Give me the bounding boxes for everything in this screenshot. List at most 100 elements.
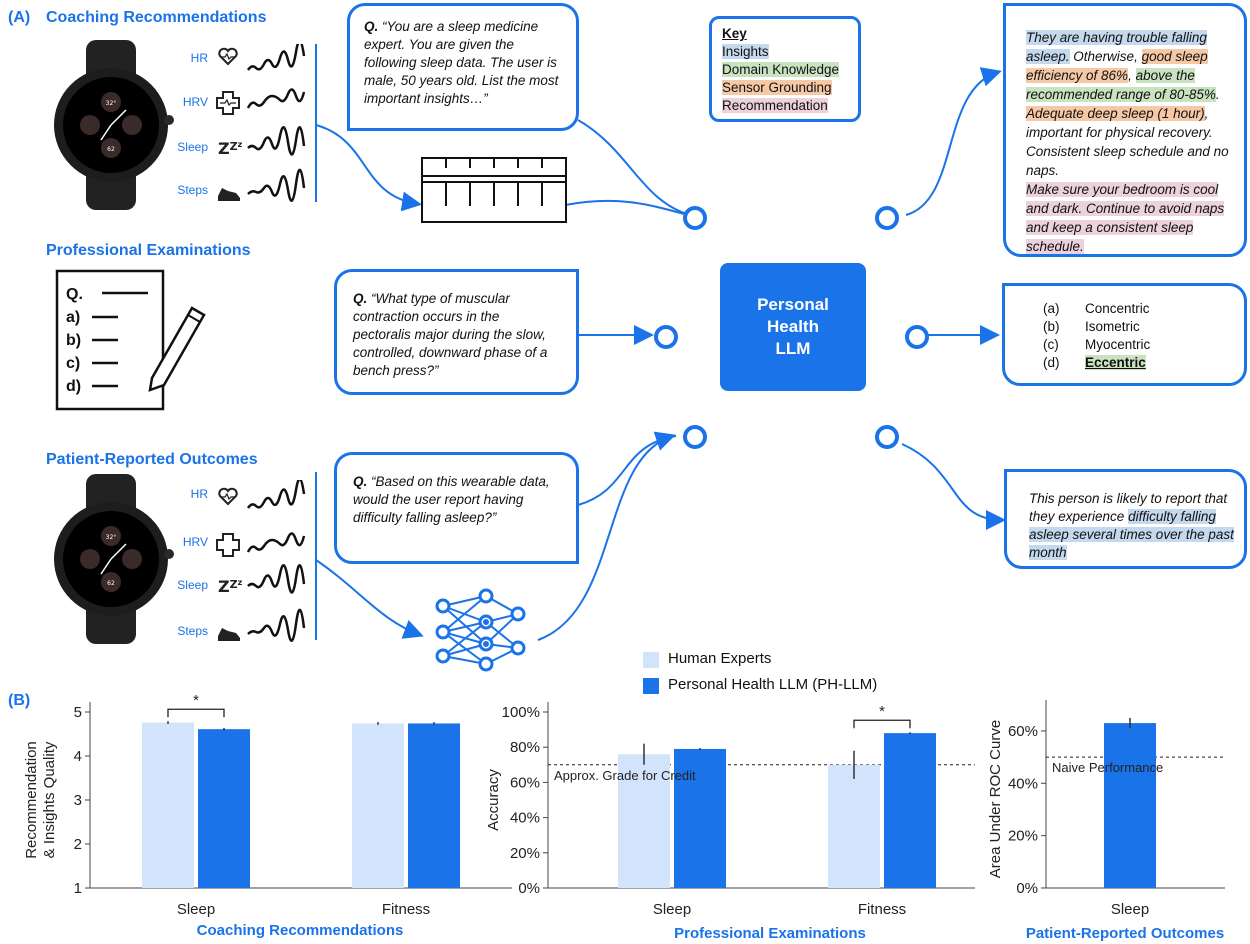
bar-llm xyxy=(674,748,726,888)
coaching-answer-box: They are having trouble falling asleep. … xyxy=(1003,3,1247,257)
connector-lines xyxy=(315,44,1006,641)
x-tick-label: Sleep xyxy=(177,901,215,918)
reference-line-label: Approx. Grade for Credit xyxy=(554,768,696,783)
significance-star: * xyxy=(193,692,199,709)
pro-answer-text: This person is likely to report that the… xyxy=(1029,491,1228,524)
bar-human xyxy=(828,764,880,888)
legend-label-llm: Personal Health LLM (PH-LLM) xyxy=(668,676,878,693)
question-prefix: Q. xyxy=(364,19,379,34)
option-row: (c)Myocentric xyxy=(1043,336,1244,354)
bar-human xyxy=(352,723,404,888)
output-node-coaching xyxy=(875,206,899,230)
signal-label-hrv: HRV xyxy=(182,95,208,109)
chart1-xlabel: Coaching Recommendations xyxy=(196,922,404,939)
y-tick-label: 60% xyxy=(1008,723,1038,740)
output-node-pro xyxy=(875,425,899,449)
sheet-line-label: Q. xyxy=(66,286,83,303)
y-tick-label: 0% xyxy=(1016,880,1038,897)
y-tick-label: 20% xyxy=(1008,828,1038,845)
key-title: Key xyxy=(722,26,747,41)
smartwatch-top-icon: 32° 62 xyxy=(54,40,174,210)
y-tick-label: 3 xyxy=(74,792,82,809)
y-axis-label-line2: & Insights Quality xyxy=(41,741,58,858)
heart-icon xyxy=(218,47,238,66)
legend-swatch-human xyxy=(643,652,659,668)
pencil-icon xyxy=(148,306,206,392)
coaching-title: Coaching Recommendations xyxy=(46,9,267,26)
y-tick-label: 80% xyxy=(510,739,540,756)
exam-question-prefix: Q. xyxy=(353,291,368,306)
y-tick-label: 20% xyxy=(510,845,540,862)
signal-waves-bottom: ZZz xyxy=(216,480,306,642)
y-tick-label: 40% xyxy=(510,810,540,827)
svg-text:32°: 32° xyxy=(106,534,117,541)
key-item-dom: Domain Knowledge xyxy=(722,62,840,77)
signal-label-sleep-bottom: Sleep xyxy=(177,578,208,592)
sneaker-icon-bottom xyxy=(218,628,240,641)
option-row: (a) Concentric xyxy=(1043,300,1244,318)
x-tick-label: Fitness xyxy=(382,901,430,918)
legend-label-human: Human Experts xyxy=(668,650,772,667)
option-row: (d)Eccentric xyxy=(1043,354,1244,372)
answer-segment: , xyxy=(1128,68,1136,83)
pro-title: Patient-Reported Outcomes xyxy=(46,451,258,468)
y-tick-label: 4 xyxy=(74,748,82,765)
y-tick-label: 100% xyxy=(502,704,540,721)
option-text: Eccentric xyxy=(1085,355,1146,370)
option-letter: (a) xyxy=(1043,301,1060,316)
svg-text:62: 62 xyxy=(107,580,115,587)
exam-sheet-lines: Q.a)b)c)d) xyxy=(66,283,83,398)
zzz-icon: ZZz xyxy=(218,139,243,158)
svg-text:32°: 32° xyxy=(106,100,117,107)
exam-question-text: “What type of muscular contraction occur… xyxy=(353,291,548,378)
sheet-line-label: d) xyxy=(66,378,82,395)
option-row: (b)Isometric xyxy=(1043,318,1244,336)
signal-label-steps: Steps xyxy=(177,183,208,197)
coaching-answer-text: They are having trouble falling asleep. … xyxy=(1026,28,1230,256)
input-node-exams xyxy=(654,325,678,349)
x-tick-label: Sleep xyxy=(653,901,691,918)
input-node-pro xyxy=(683,425,707,449)
hrv-icon xyxy=(216,91,240,115)
exam-question-box: Q. “What type of muscular contraction oc… xyxy=(334,269,579,395)
significance-bracket xyxy=(167,708,225,718)
pro-question-prefix: Q. xyxy=(353,474,368,489)
key-item-ins: Insights xyxy=(722,44,769,59)
pro-answer-box: This person is likely to report that the… xyxy=(1004,469,1247,569)
chart3-xlabel: Patient-Reported Outcomes xyxy=(1025,925,1225,942)
neural-network-icon xyxy=(435,588,526,672)
y-axis-label-line1: Recommendation xyxy=(23,741,40,859)
option-text: Myocentric xyxy=(1085,337,1151,352)
pro-question-box: Q. “Based on this wearable data, would t… xyxy=(334,452,579,564)
chart2-xlabel: Professional Examinations xyxy=(674,925,866,942)
llm-line1: Personal xyxy=(757,295,829,314)
answer-segment: Make sure your bedroom is cool and dark.… xyxy=(1026,182,1225,254)
legend-swatch-llm xyxy=(643,678,659,694)
sheet-line-label: b) xyxy=(66,332,82,349)
option-text: Concentric xyxy=(1085,301,1150,316)
coaching-question-text: “You are a sleep medicine expert. You ar… xyxy=(364,19,559,106)
bar-human xyxy=(142,722,194,888)
y-tick-label: 40% xyxy=(1008,775,1038,792)
coaching-question-box: Q. “You are a sleep medicine expert. You… xyxy=(347,3,579,131)
hrv-icon-bottom xyxy=(216,533,240,557)
y-tick-label: 5 xyxy=(74,704,82,721)
y-axis-label: Area Under ROC Curve xyxy=(987,720,1004,878)
sheet-line-label: a) xyxy=(66,309,81,326)
answer-segment: . xyxy=(1215,87,1220,102)
input-node-coaching xyxy=(683,206,707,230)
option-text: Isometric xyxy=(1085,319,1140,334)
y-tick-label: 2 xyxy=(74,836,82,853)
x-tick-label: Fitness xyxy=(858,901,906,918)
output-node-exams xyxy=(905,325,929,349)
y-tick-label: 60% xyxy=(510,774,540,791)
signal-waves-top: ZZz xyxy=(216,44,306,202)
exams-title: Professional Examinations xyxy=(46,242,251,259)
heart-icon-bottom xyxy=(218,487,238,506)
data-table-icon xyxy=(421,157,567,223)
llm-line2: Health xyxy=(767,317,819,336)
panel-a-label: (A) xyxy=(8,9,31,26)
llm-line3: LLM xyxy=(775,339,811,358)
